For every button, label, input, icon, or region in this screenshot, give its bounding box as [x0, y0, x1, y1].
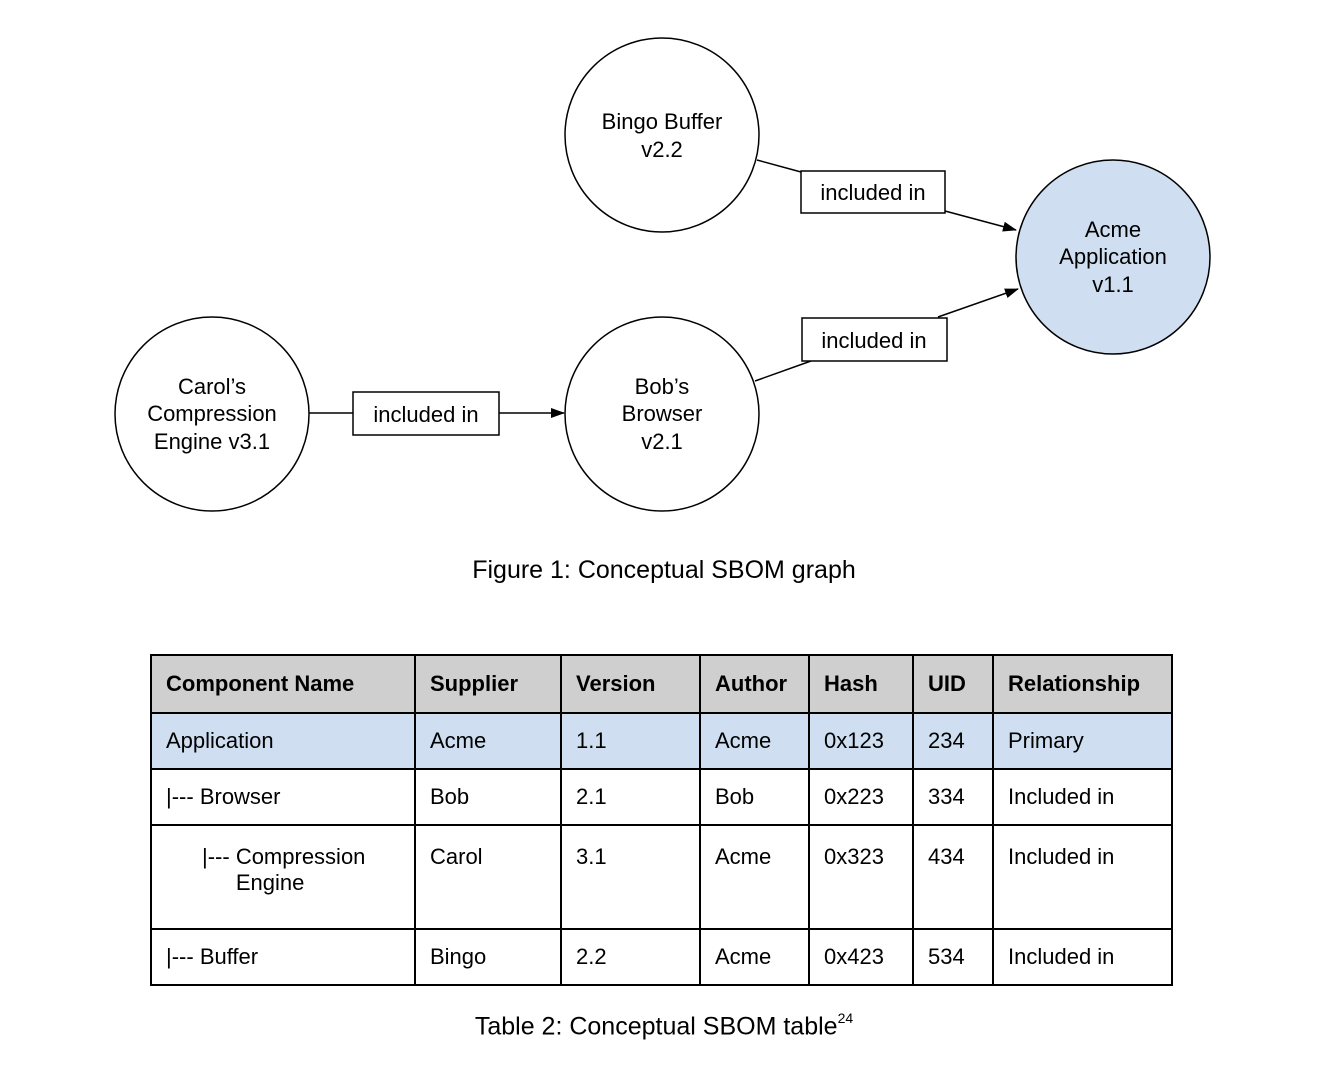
- footnote-marker: 24: [837, 1010, 854, 1026]
- node-acme-line-1: Acme: [1085, 217, 1141, 242]
- node-bingo-line-1: Bingo Buffer: [602, 109, 723, 134]
- table-caption: Table 2: Conceptual SBOM table24: [0, 1010, 1328, 1041]
- component-prefix: |---: [166, 944, 200, 969]
- node-bob-browser: Bob’s Browser v2.1: [564, 316, 760, 512]
- cell-relationship: Included in: [992, 824, 1173, 930]
- cell-author: Acme: [699, 928, 810, 986]
- header-version: Version: [560, 654, 701, 714]
- header-relationship: Relationship: [992, 654, 1173, 714]
- cell-author: Acme: [699, 712, 810, 770]
- cell-supplier: Carol: [414, 824, 562, 930]
- cell-component-name: |--- Buffer: [150, 928, 416, 986]
- edge-label-carol-bob: included in: [373, 402, 478, 427]
- table-header-row: Component Name Supplier Version Author H…: [150, 654, 1173, 714]
- node-carol-line-1: Carol’s: [178, 374, 246, 399]
- figure-caption: Figure 1: Conceptual SBOM graph: [472, 556, 856, 584]
- edge-carol-to-bob: included in: [309, 391, 565, 436]
- cell-author: Acme: [699, 824, 810, 930]
- table-row: Application Acme 1.1 Acme 0x123 234 Prim…: [150, 712, 1173, 770]
- cell-hash: 0x123: [808, 712, 914, 770]
- cell-hash: 0x423: [808, 928, 914, 986]
- cell-component-name: |--- Compression Engine: [150, 824, 416, 930]
- cell-version: 2.1: [560, 768, 701, 826]
- edge-label-bob-acme: included in: [821, 328, 926, 353]
- cell-supplier: Bingo: [414, 928, 562, 986]
- cell-version: 2.2: [560, 928, 701, 986]
- header-component-name: Component Name: [150, 654, 416, 714]
- header-supplier: Supplier: [414, 654, 562, 714]
- cell-uid: 434: [912, 824, 994, 930]
- cell-uid: 234: [912, 712, 994, 770]
- cell-version: 3.1: [560, 824, 701, 930]
- node-carol-compression: Carol’s Compression Engine v3.1: [114, 316, 310, 512]
- sbom-table: Component Name Supplier Version Author H…: [150, 654, 1173, 986]
- header-author: Author: [699, 654, 810, 714]
- cell-author: Bob: [699, 768, 810, 826]
- cell-uid: 334: [912, 768, 994, 826]
- table-row: |--- Compression Engine Carol 3.1 Acme 0…: [150, 824, 1173, 930]
- cell-supplier: Acme: [414, 712, 562, 770]
- cell-relationship: Included in: [992, 928, 1173, 986]
- node-bob-line-2: Browser: [622, 401, 703, 426]
- cell-hash: 0x323: [808, 824, 914, 930]
- node-bob-line-3: v2.1: [641, 429, 683, 454]
- edge-label-bingo-acme: included in: [820, 180, 925, 205]
- component-name: Buffer: [199, 944, 259, 969]
- edge-bingo-to-acme: included in: [756, 159, 1017, 232]
- header-hash: Hash: [808, 654, 914, 714]
- node-bingo-line-2: v2.2: [641, 137, 683, 162]
- component-prefix: |---: [166, 784, 200, 809]
- cell-component-name: Application: [150, 712, 416, 770]
- cell-relationship: Included in: [992, 768, 1173, 826]
- node-acme-line-2: Application: [1059, 244, 1167, 269]
- node-acme-line-3: v1.1: [1092, 272, 1134, 297]
- component-prefix: |---: [202, 844, 236, 869]
- component-name: Application: [166, 728, 274, 753]
- cell-relationship: Primary: [992, 712, 1173, 770]
- table-row: |--- Browser Bob 2.1 Bob 0x223 334 Inclu…: [150, 768, 1173, 826]
- component-name: Browser: [199, 784, 281, 809]
- component-name-wrap: |--- Compression Engine: [166, 844, 400, 896]
- cell-component-name: |--- Browser: [150, 768, 416, 826]
- header-uid: UID: [912, 654, 994, 714]
- table-caption-text: Table 2: Conceptual SBOM table: [474, 1012, 838, 1041]
- cell-hash: 0x223: [808, 768, 914, 826]
- component-name: Compression Engine: [235, 844, 366, 895]
- sbom-graph: included in included in included in Bing…: [114, 37, 1211, 512]
- cell-supplier: Bob: [414, 768, 562, 826]
- table-row: |--- Buffer Bingo 2.2 Acme 0x423 534 Inc…: [150, 928, 1173, 986]
- node-bingo-buffer: Bingo Buffer v2.2: [564, 37, 760, 233]
- cell-uid: 534: [912, 928, 994, 986]
- edge-bob-to-acme: included in: [754, 288, 1019, 382]
- node-carol-line-3: Engine v3.1: [154, 429, 270, 454]
- node-bob-line-1: Bob’s: [635, 374, 690, 399]
- node-acme-application: Acme Application v1.1: [1015, 159, 1211, 355]
- cell-version: 1.1: [560, 712, 701, 770]
- node-carol-line-2: Compression: [147, 401, 277, 426]
